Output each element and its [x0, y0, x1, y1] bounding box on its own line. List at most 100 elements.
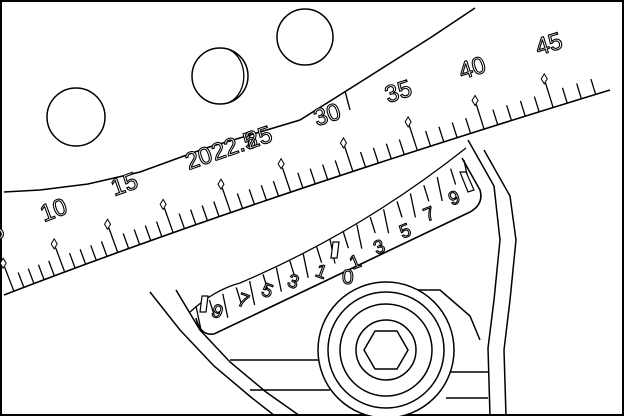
- major-tick: [408, 125, 418, 151]
- major-tick: [108, 227, 119, 253]
- minor-tick: [506, 105, 513, 121]
- vernier-index-markers: [199, 171, 475, 313]
- minor-tick: [519, 100, 526, 117]
- vernier-tick: [195, 305, 202, 331]
- minor-tick: [297, 172, 304, 189]
- vernier-window-top: [189, 147, 467, 313]
- vernier-label: 7: [235, 290, 252, 313]
- tick-diamond: [159, 198, 167, 211]
- tick-diamond: [217, 178, 225, 191]
- vernier-tick: [369, 216, 376, 234]
- minor-tick: [492, 109, 499, 126]
- main-scale-label: 45: [532, 28, 565, 62]
- tick-diamond: [103, 218, 112, 231]
- minor-tick: [372, 147, 379, 164]
- minor-tick: [133, 229, 141, 245]
- minor-tick: [155, 221, 163, 237]
- tick-diamond: [471, 94, 479, 107]
- main-scale-ticks: [0, 72, 597, 292]
- vernier-tick: [208, 299, 216, 317]
- minor-tick: [79, 248, 87, 265]
- vernier-tick: [289, 260, 296, 278]
- major-tick: [344, 146, 354, 172]
- main-scale-label: 30: [310, 98, 344, 132]
- plate-edge-mark: [344, 90, 351, 111]
- minor-tick: [100, 241, 108, 257]
- vernier-tick: [342, 231, 350, 249]
- tick-diamond: [277, 157, 285, 170]
- vernier-tick: [396, 201, 403, 218]
- major-tick: [281, 167, 292, 193]
- minor-tick: [213, 201, 220, 217]
- vernier-label: 3: [371, 236, 389, 259]
- vernier-tick: [423, 185, 430, 202]
- minor-tick: [334, 160, 341, 176]
- minor-tick: [451, 122, 458, 138]
- vernier-label: 9: [446, 187, 464, 210]
- minor-tick: [37, 264, 45, 280]
- plate-edge-mark: [247, 134, 251, 147]
- vernier-tick: [382, 209, 390, 234]
- minor-tick: [248, 189, 256, 205]
- minor-tick: [590, 78, 597, 95]
- major-tick: [54, 247, 66, 273]
- minor-tick: [561, 87, 568, 104]
- minor-tick: [201, 205, 209, 221]
- vernier-tick: [315, 246, 323, 263]
- major-tick: [544, 82, 554, 108]
- vernier-tick: [449, 168, 457, 185]
- minor-tick: [576, 83, 583, 99]
- tick-diamond: [404, 115, 412, 128]
- vernier-tick: [436, 176, 443, 202]
- vernier-tick: [302, 253, 309, 278]
- minor-tick: [533, 96, 540, 113]
- socket-head-screw: [317, 281, 455, 416]
- minor-tick: [322, 164, 329, 180]
- minor-tick: [17, 272, 25, 288]
- vernier-arm: [149, 139, 517, 416]
- plate-hole-crescent: [191, 47, 249, 105]
- vernier-label: 5: [397, 220, 415, 243]
- plate-hole: [46, 87, 106, 147]
- tick-diamond: [339, 136, 348, 149]
- vernier-labels-right: 1 3 5 7 9: [346, 186, 464, 275]
- vernier-tick: [356, 224, 363, 249]
- major-tick: [163, 207, 174, 233]
- vernier-tick: [222, 293, 229, 318]
- minor-tick: [144, 225, 152, 241]
- main-scale-label: 10: [37, 193, 71, 228]
- vernier-tick: [262, 274, 269, 291]
- minor-tick: [385, 143, 392, 160]
- minor-tick: [48, 260, 55, 277]
- minor-tick: [359, 151, 367, 168]
- minor-tick: [465, 117, 472, 134]
- vernier-tick: [248, 280, 256, 306]
- plate-hole: [276, 8, 334, 66]
- vernier-tick: [235, 287, 242, 304]
- minor-tick: [68, 252, 76, 269]
- main-scale-label: 35: [382, 75, 416, 109]
- vernier-label: 7: [421, 203, 439, 226]
- vernier-tick: [275, 267, 283, 292]
- dial-plate-edge: [3, 7, 476, 193]
- main-scale-label: 40: [456, 51, 490, 85]
- minor-tick: [189, 209, 197, 225]
- minor-tick: [260, 184, 268, 201]
- vernier-label: 3: [285, 271, 302, 294]
- vernier-label: 5: [259, 280, 276, 303]
- minor-tick: [424, 130, 432, 147]
- minor-tick: [178, 213, 186, 229]
- tick-diamond: [0, 257, 7, 270]
- major-tick: [221, 187, 232, 213]
- minor-tick: [27, 268, 35, 284]
- minor-tick: [122, 233, 130, 249]
- minor-tick: [236, 193, 244, 209]
- vernier-ticks: [195, 159, 470, 331]
- vernier-zero-label: 0: [342, 266, 354, 289]
- minor-tick: [398, 139, 405, 155]
- tick-diamond: [540, 72, 548, 85]
- vernier-tick: [409, 193, 417, 218]
